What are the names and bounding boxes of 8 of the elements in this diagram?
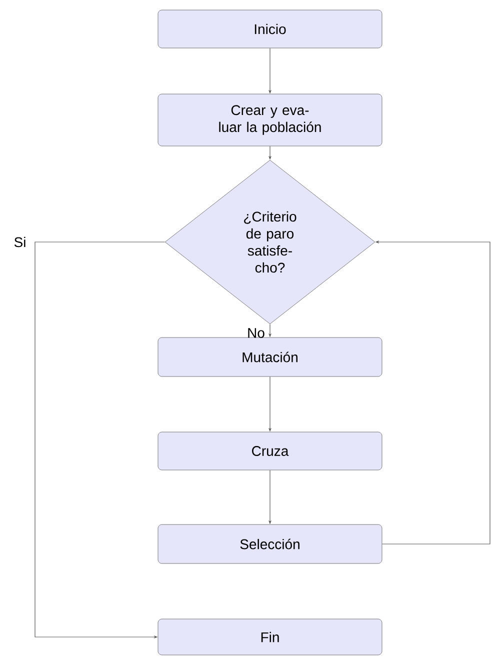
process-box: Inicio xyxy=(158,10,382,48)
process-box: Fin xyxy=(158,618,382,656)
edge-label: Si xyxy=(14,236,26,248)
process-box: Cruza xyxy=(158,432,382,470)
process-box: Selección xyxy=(158,524,382,564)
process-box: Mutación xyxy=(158,337,382,377)
edge-label: No xyxy=(248,328,264,338)
process-box: Crear y eva- luar la población xyxy=(158,94,382,146)
